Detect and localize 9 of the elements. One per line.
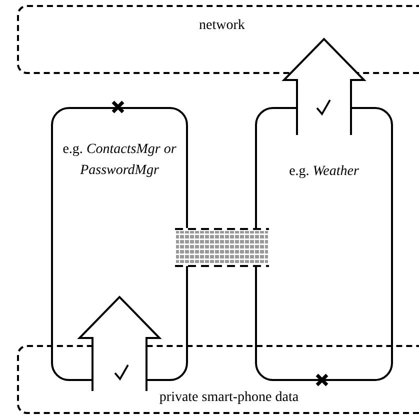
data-region	[17, 345, 419, 414]
block-arrow	[282, 38, 366, 135]
block-arrow	[77, 296, 162, 391]
network-region	[17, 5, 419, 74]
region-label: network	[198, 17, 246, 35]
app-box	[255, 107, 393, 381]
app-label: e.g. Weather	[288, 163, 360, 181]
app-label: e.g. ContactsMgr or PasswordMgr	[62, 141, 178, 180]
region-label: private smart-phone data	[158, 389, 300, 407]
